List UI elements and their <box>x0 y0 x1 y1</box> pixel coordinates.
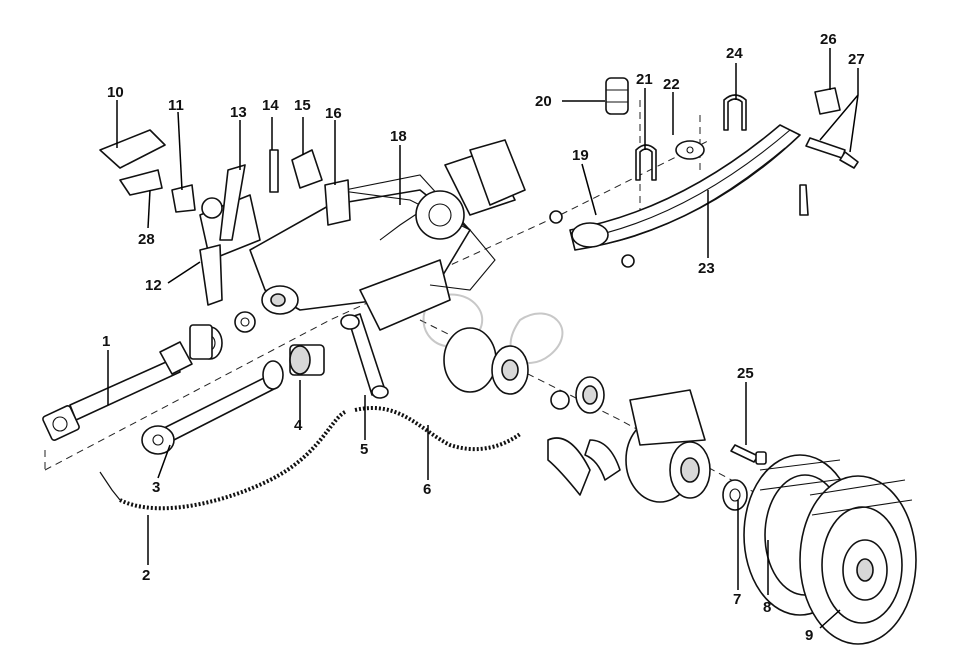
bracket-part-12 <box>199 244 223 306</box>
callout-16: 16 <box>325 105 342 122</box>
wheel-tire-part-9 <box>799 475 917 645</box>
callout-6: 6 <box>423 481 431 498</box>
brake-shoes-part <box>547 437 621 496</box>
bracket-part-16 <box>324 179 351 226</box>
parking-cable-part <box>354 406 522 452</box>
stabilizer-link-part <box>340 313 389 399</box>
callout-20: 20 <box>535 93 552 110</box>
callout-22: 22 <box>663 76 680 93</box>
callout-11: 11 <box>168 97 184 114</box>
callout-25: 25 <box>737 365 754 382</box>
wheel-bolt-part <box>730 444 767 465</box>
callout-24: 24 <box>726 45 743 62</box>
callout-8: 8 <box>763 599 771 616</box>
callout-13: 13 <box>230 104 247 121</box>
bracket-part-15 <box>291 149 323 189</box>
callout-19: 19 <box>572 147 589 164</box>
callout-10: 10 <box>107 84 124 101</box>
callout-labels: 1 2 3 4 5 6 7 8 9 10 11 12 13 14 15 16 1… <box>102 31 865 644</box>
callout-12: 12 <box>145 277 162 294</box>
bracket-part-10 <box>99 129 166 169</box>
intermediate-shaft-part <box>141 311 325 455</box>
brake-drum-hub-part <box>625 389 711 503</box>
u-bolt-part-24 <box>723 94 747 131</box>
callout-23: 23 <box>698 260 715 277</box>
axle-housing-part <box>199 174 471 331</box>
shackle-bolt-part-27 <box>799 137 859 216</box>
bracket-part-28 <box>119 169 163 196</box>
callout-4: 4 <box>294 417 303 434</box>
callout-7: 7 <box>733 591 741 608</box>
callout-1: 1 <box>102 333 110 350</box>
propeller-shaft-part <box>42 324 223 441</box>
callout-26: 26 <box>820 31 837 48</box>
bump-stop-part <box>605 77 629 115</box>
callout-28: 28 <box>138 231 155 248</box>
brake-pipe-part <box>334 189 496 291</box>
spring-eye-bolt-part-19 <box>549 210 635 268</box>
callout-27: 27 <box>848 51 865 68</box>
leaf-spring-part <box>569 124 801 251</box>
leader-lines <box>107 48 859 629</box>
callout-21: 21 <box>636 71 653 88</box>
u-bolt-part-21 <box>635 144 657 181</box>
spring-plate-part-22 <box>675 140 705 160</box>
differential-cover-part <box>415 139 526 240</box>
callout-5: 5 <box>360 441 368 458</box>
shackle-part-26 <box>814 87 841 115</box>
brake-backing-plate-part <box>443 327 605 414</box>
hub-nut-part <box>722 479 748 511</box>
callout-2: 2 <box>142 567 150 584</box>
callout-14: 14 <box>262 97 279 114</box>
bracket-part-11 <box>171 184 196 213</box>
handbrake-cable-part <box>99 410 347 511</box>
callout-15: 15 <box>294 97 311 114</box>
link-part-14 <box>269 149 279 193</box>
callout-3: 3 <box>152 479 160 496</box>
callout-9: 9 <box>805 627 813 644</box>
callout-18: 18 <box>390 128 407 145</box>
